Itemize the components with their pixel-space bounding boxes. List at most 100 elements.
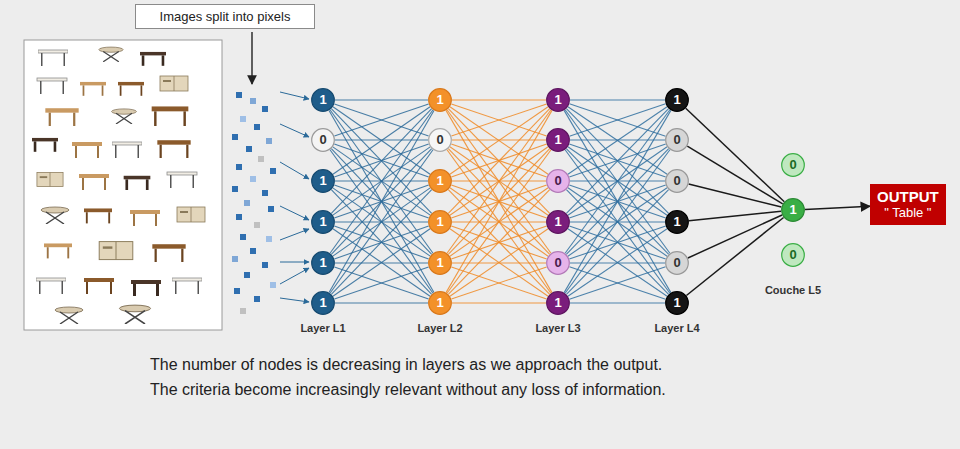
neuron-value: 0 [311,128,335,152]
output-title: OUTPUT [877,188,939,205]
caption-line: The number of nodes is decreasing in lay… [150,356,662,374]
output-value: " Table " [877,205,939,220]
weight-line [330,110,433,254]
neuron-circle: 1 [311,251,335,275]
neuron-value: 1 [546,210,570,234]
weight-line [446,110,552,292]
neuron-value: 0 [781,243,805,267]
circle-fill [429,170,452,193]
circle-fill [429,89,452,112]
neuron-value: 1 [546,128,570,152]
neuron-value: 1 [665,88,689,112]
weight-line [448,190,549,295]
neuron-value: 1 [311,291,335,315]
neuron-circle: 0 [665,251,689,275]
neuron-value: 1 [428,251,452,275]
weight-line [451,267,546,299]
weight-line [689,211,781,221]
neuron-value: 1 [311,251,335,275]
neuron-value: 0 [546,169,570,193]
neuron-circle: 1 [311,210,335,234]
weight-line [568,229,667,296]
weight-line [333,107,430,174]
circle-fill [429,252,452,275]
neuron-value: 1 [665,291,689,315]
neuron-circle: 0 [311,128,335,152]
weight-line [329,110,434,292]
weight-line [333,229,430,296]
weight-line [330,150,433,294]
layer-label: Layer L1 [300,322,345,334]
neuron-value: 0 [546,251,570,275]
circle-fill [429,129,452,152]
weight-line [570,99,665,100]
circle-fill [312,89,335,112]
circle-fill [666,170,689,193]
weight-line [333,229,430,296]
weight-line [446,110,552,292]
weight-line [570,302,665,303]
neuron-circle: 0 [781,243,805,267]
circle-fill [547,252,570,275]
neuron-value: 0 [665,251,689,275]
neuron-value: 1 [665,210,689,234]
weight-line [686,218,783,296]
layer-label: Layer L3 [535,322,580,334]
weight-line [330,110,433,254]
output-box: OUTPUT" Table " [870,184,946,225]
circle-fill [312,252,335,275]
neuron-circle: 0 [428,128,452,152]
circle-fill [666,211,689,234]
weight-line [565,110,670,254]
weight-line [335,99,428,100]
neuron-circle: 1 [311,88,335,112]
neuron-value: 1 [781,198,805,222]
neuron-value: 0 [781,153,805,177]
caption-line: The criteria become increasingly relevan… [150,381,666,399]
weight-line [451,267,546,299]
weight-line [334,267,428,299]
weight-line [566,190,668,295]
neuron-circle: 1 [428,88,452,112]
weight-line [568,107,667,174]
weight-line [569,267,665,299]
weight-line [452,99,546,100]
neuron-value: 1 [311,169,335,193]
neuron-circle: 1 [546,128,570,152]
weight-line [564,110,671,292]
neuron-circle: 1 [546,210,570,234]
circle-fill [312,170,335,193]
neuron-circle: 1 [428,169,452,193]
weight-line [447,150,551,294]
neuron-value: 1 [428,291,452,315]
weight-line [451,104,546,136]
circle-fill [666,252,689,275]
circle-fill [312,211,335,234]
weight-line [450,107,548,174]
neuron-circle: 1 [665,210,689,234]
circle-fill [782,154,805,177]
neuron-circle: 0 [665,169,689,193]
neuron-circle: 1 [428,251,452,275]
neuron-circle: 1 [781,198,805,222]
neuron-circle: 1 [665,291,689,315]
weight-line [331,190,431,295]
circle-fill [547,170,570,193]
neuron-circle: 0 [546,251,570,275]
weight-line [450,229,548,296]
layer-label: Layer L2 [417,322,462,334]
layer-label: Layer L4 [654,322,699,334]
weight-line [451,104,546,136]
layer-label: Couche L5 [765,284,821,296]
circle-fill [312,129,335,152]
circle-fill [547,89,570,112]
neuron-circle: 1 [428,291,452,315]
weight-line [565,150,670,294]
circle-fill [429,211,452,234]
weight-line [568,107,667,174]
circle-fill [547,211,570,234]
output-arrow [805,206,870,209]
weight-line [688,215,782,258]
circle-fill [666,292,689,315]
